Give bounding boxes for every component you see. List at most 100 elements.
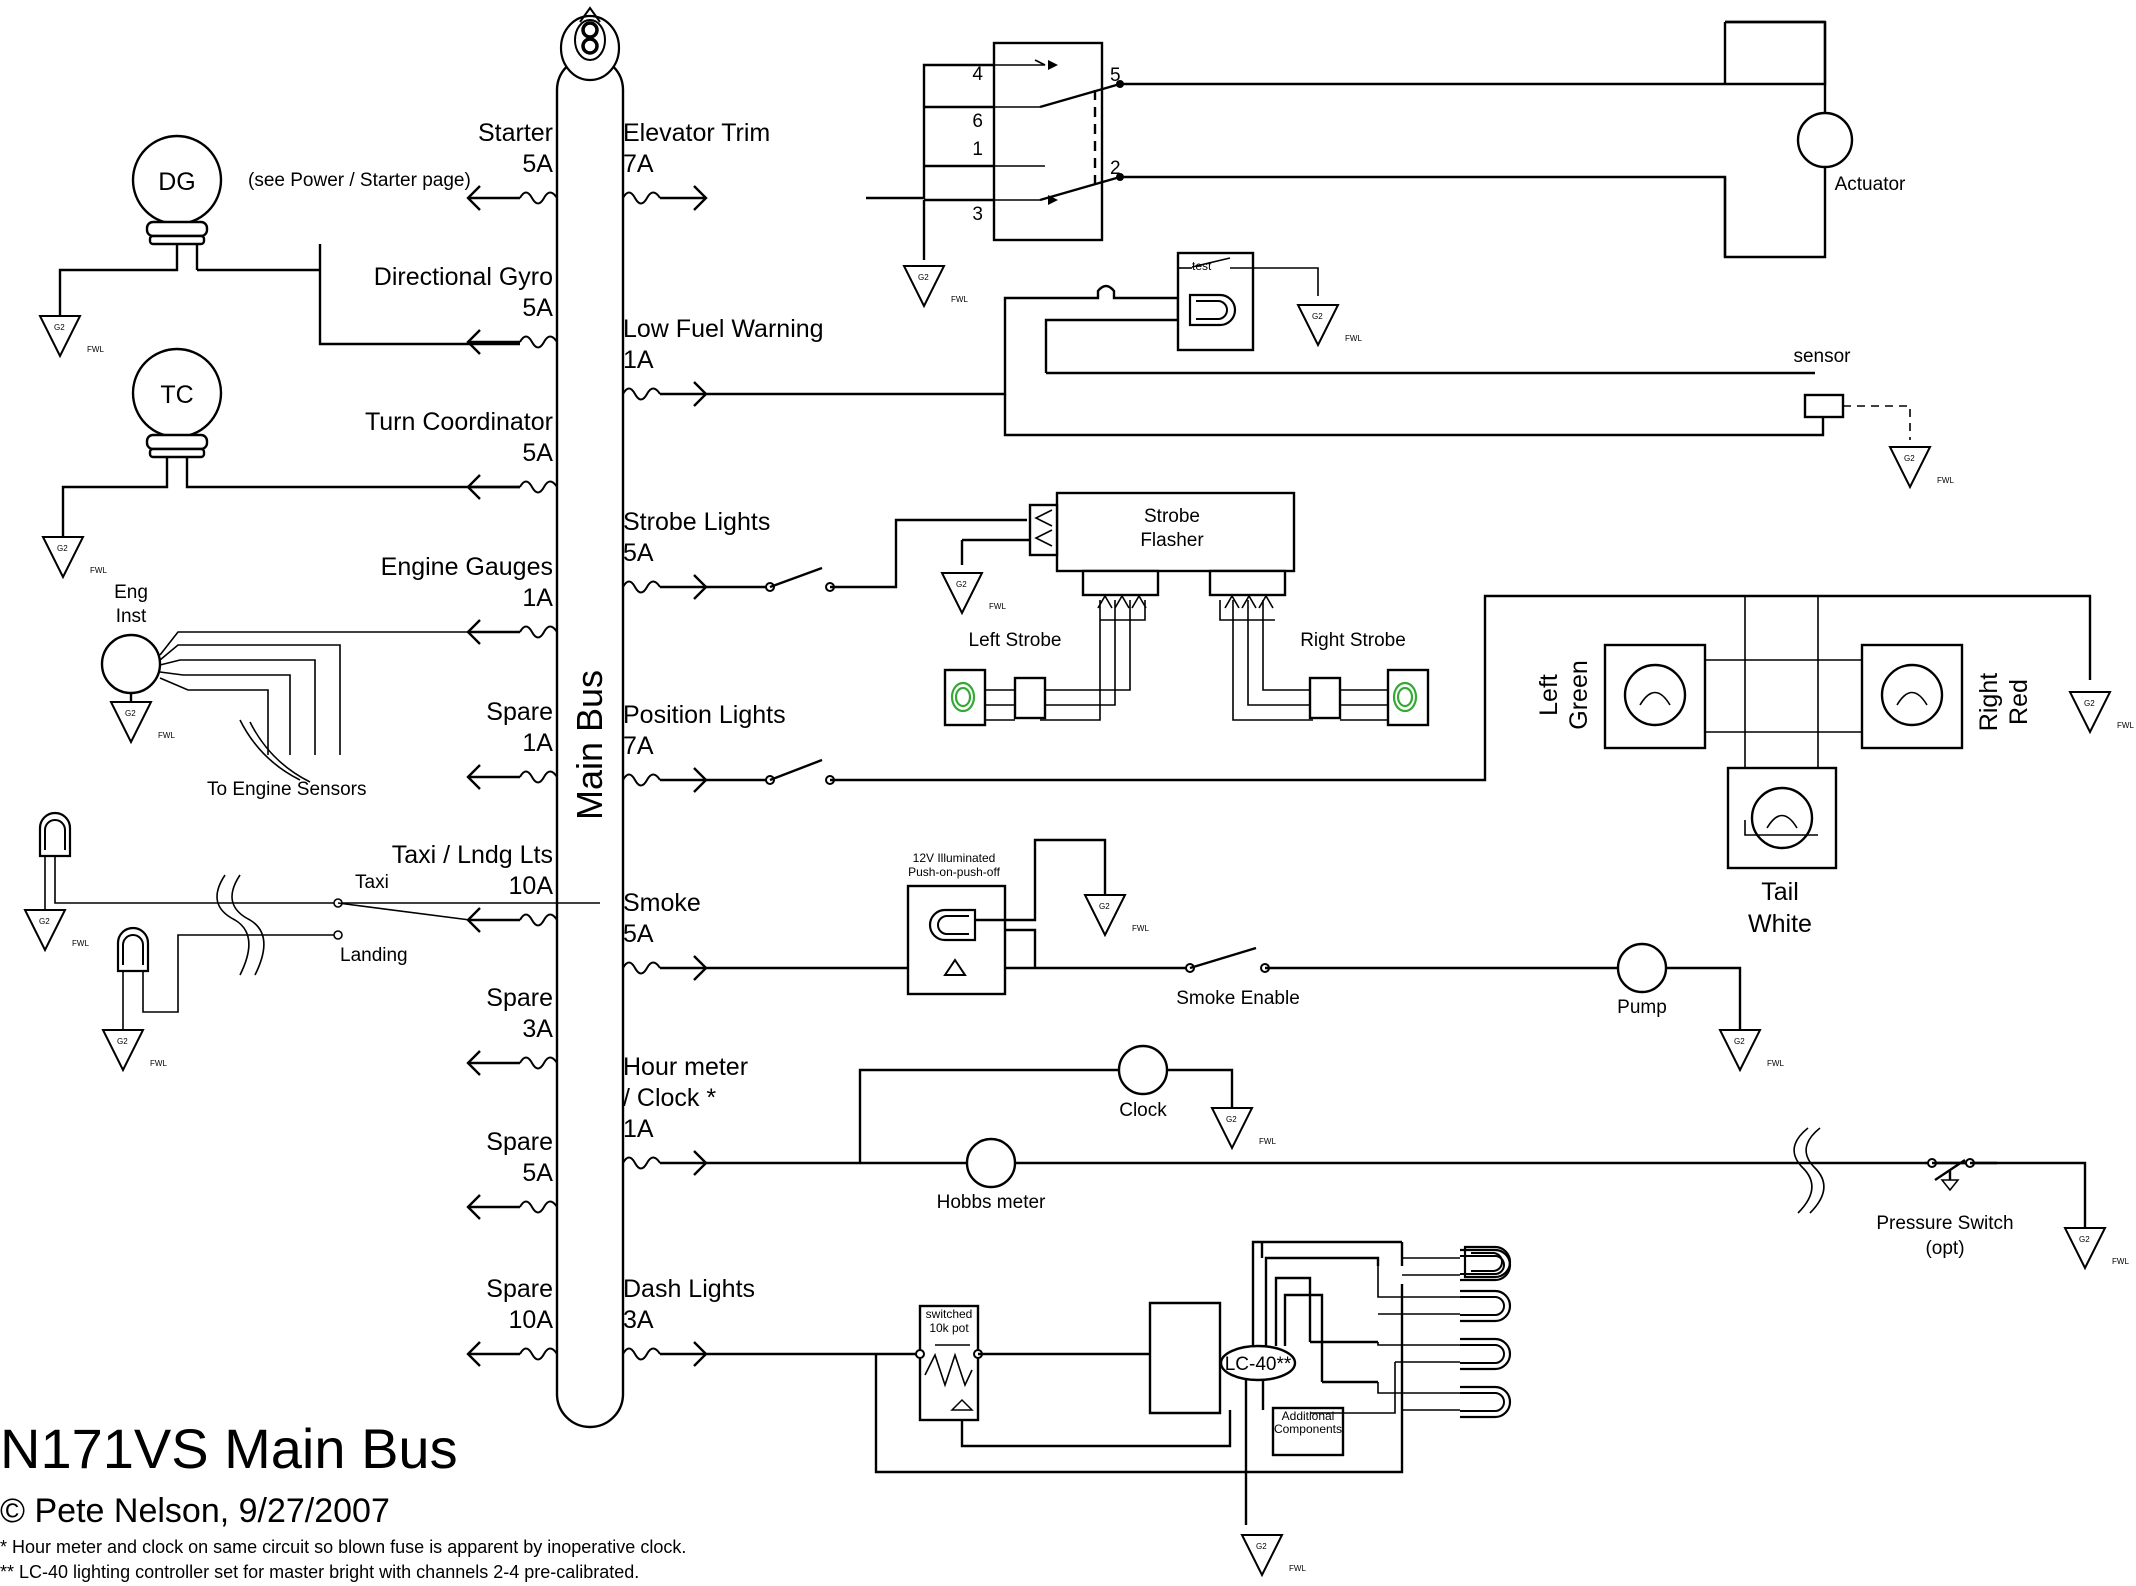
right-circuit-rating-2: 5A [623,539,654,567]
left-circuit-rating-1: 5A [522,294,553,322]
left-circuit-rating-5: 10A [509,872,554,900]
right-circuit-rating-5: 1A [623,1115,654,1143]
right-circuit-rating-4: 5A [623,920,654,948]
left-circuit-name-7: Spare [486,1128,553,1156]
left-circuit-name-5: Taxi / Lndg Lts [392,841,553,869]
left-circuit-name-0: Starter [478,119,553,147]
smoke-circuit [706,838,1742,1030]
left-green-label-1: Left [1535,674,1563,716]
left-fuse-5 [466,907,558,933]
pin-2: 2 [1110,158,1121,179]
right-circuit-name-0: Elevator Trim [623,119,770,147]
taxi-label: Taxi [355,872,389,893]
left-circuit-rating-2: 5A [522,439,553,467]
left-green-label-2: Green [1565,660,1593,729]
pump-label: Pump [1617,997,1667,1018]
pin-3: 3 [972,204,983,225]
illum-switch-label-2: Push-on-push-off [908,865,1001,879]
left-circuit-rating-6: 3A [522,1015,553,1043]
left-circuit-rating-8: 10A [509,1306,554,1334]
right-circuit-name2-5: / Clock * [623,1084,716,1112]
right-circuit-name-4: Smoke [623,889,701,917]
ground-symbol-9 [2069,691,2136,733]
left-circuit-rating-7: 5A [522,1159,553,1187]
ground-symbol-7 [1889,446,1956,488]
ground-symbol-2 [110,701,177,743]
left-circuit-rating-4: 1A [522,729,553,757]
left-fuse-6 [466,1050,558,1076]
bus-top-terminal [559,6,621,82]
dash-lamps [1310,1248,1512,1472]
pin-1: 1 [972,139,983,160]
ground-symbol-0 [39,315,106,357]
lc40-label: LC-40** [1225,1354,1292,1375]
taxi-landing-lights [38,811,600,1030]
ground-symbol-12 [1211,1107,1278,1149]
note-2: ** LC-40 lighting controller set for mas… [0,1562,639,1582]
strobe-flasher-label-2: Flasher [1140,530,1204,551]
dg-label: DG [158,168,196,196]
low-fuel-circuit [706,251,1911,440]
right-fuse-0 [622,185,708,211]
actuator-label: Actuator [1835,174,1906,195]
ground-symbol-8 [941,572,1008,614]
strobe-flasher-label-1: Strobe [1144,506,1200,527]
left-fuse-0 [466,185,558,211]
ground-symbol-6 [1297,304,1364,346]
eng-inst [100,631,520,783]
ground-symbol-13 [2064,1227,2131,1269]
smoke-enable-label: Smoke Enable [1176,988,1300,1009]
tc-instrument [61,347,520,537]
right-fuse-5 [622,1150,708,1176]
right-fuse-2 [622,574,708,600]
landing-label: Landing [340,945,408,966]
ground-symbol-10 [1084,894,1151,936]
illum-switch-label-1: 12V Illuminated [913,851,996,865]
eng-inst-label-1: Eng [114,582,148,603]
right-fuse-6 [622,1341,708,1367]
pot-label-2: 10k pot [929,1321,969,1335]
left-circuit-name-4: Spare [486,698,553,726]
ground-symbol-14 [1241,1534,1308,1576]
right-red-label-1: Right [1975,673,2003,731]
pressure-switch-label-1: Pressure Switch [1876,1213,2013,1234]
right-fuse-4 [622,955,708,981]
left-circuit-name-2: Turn Coordinator [365,408,553,436]
left-circuit-rating-3: 1A [522,584,553,612]
clock-label: Clock [1119,1100,1167,1121]
tail-label-1: Tail [1761,878,1799,906]
ground-symbol-5 [903,265,970,307]
see-power-label: (see Power / Starter page) [248,170,471,191]
pin-5: 5 [1110,65,1121,86]
right-circuit-rating-3: 7A [623,732,654,760]
eng-inst-label-2: Inst [116,606,147,627]
test-label: test [1192,259,1212,273]
pressure-switch-label-2: (opt) [1925,1238,1964,1259]
right-circuit-name-6: Dash Lights [623,1275,755,1303]
ground-symbol-11 [1719,1029,1786,1071]
left-circuit-name-3: Engine Gauges [381,553,553,581]
addl-components-label-2: Components [1274,1422,1342,1436]
page-title: N171VS Main Bus [0,1417,458,1480]
pin-6: 6 [972,111,983,132]
to-engine-sensors-label: To Engine Sensors [207,779,367,800]
right-circuit-name-1: Low Fuel Warning [623,315,824,343]
hobbs-label: Hobbs meter [937,1192,1046,1213]
main-bus-label: Main Bus [569,670,610,820]
tail-label-2: White [1748,910,1812,938]
addl-components-label-1: Additional [1282,1409,1335,1423]
right-circuit-rating-1: 1A [623,346,654,374]
dash-lights-circuit [706,1240,1512,1525]
left-fuse-4 [466,764,558,790]
right-red-label-2: Red [2005,679,2033,725]
left-strobe-label: Left Strobe [969,630,1062,651]
left-fuse-8 [466,1341,558,1367]
left-circuit-name-6: Spare [486,984,553,1012]
right-fuse-1 [622,381,708,407]
left-circuit-rating-0: 5A [522,150,553,178]
left-fuse-arrows [466,185,558,1367]
elevator-trim-switch [866,20,1854,260]
right-circuit-name-3: Position Lights [623,701,786,729]
